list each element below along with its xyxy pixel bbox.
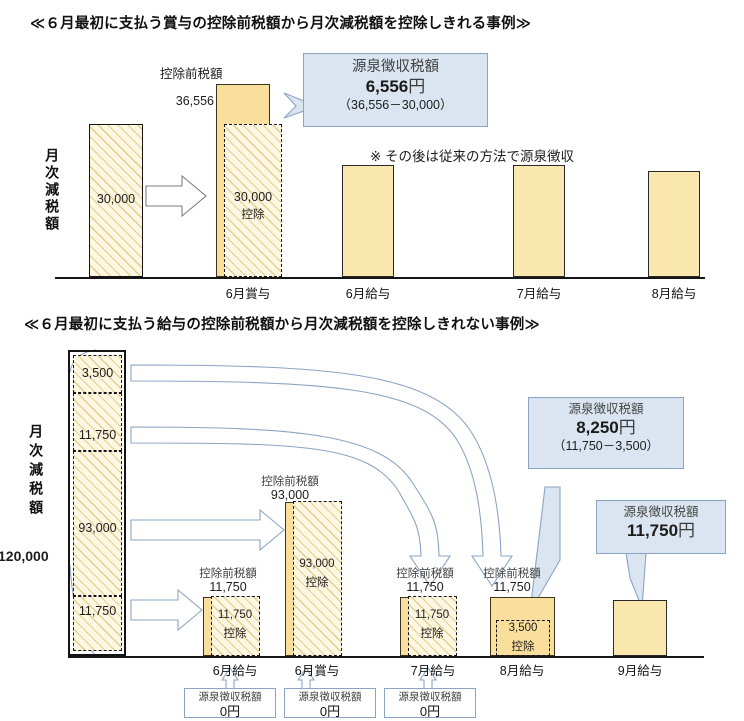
section1-category-2: 7月給与 <box>516 287 562 301</box>
section2-stack-value-1: 11,750 <box>78 428 117 442</box>
section1-bar-june-salary <box>342 165 394 277</box>
arrow-deduct-bonus-1 <box>145 174 207 218</box>
section2-category-0: 6月給与 <box>212 664 258 678</box>
section2-stacked-bar <box>68 350 126 656</box>
section2-bar-1-deduction <box>293 501 342 656</box>
section2-bar-2-pretax-value: 11,750 <box>406 580 444 594</box>
section1-bar-august-salary <box>648 171 700 277</box>
section2-category-3: 8月給与 <box>499 664 545 678</box>
section2-callout-august-heading: 源泉徴収税額 <box>568 402 644 416</box>
section1-callout-heading: 源泉徴収税額 <box>352 59 439 75</box>
section2-stack-seg-1 <box>73 393 122 451</box>
section2-bar-1-deducted-value: 93,000 <box>299 558 335 570</box>
section2-bar-0-pretax-label: 控除前税額 <box>199 568 257 580</box>
section2-zero-box-1-amount: 0円 <box>319 704 341 720</box>
section2-bar-1-deduct-word: 控除 <box>305 577 329 589</box>
section2-title: ≪６月最初に支払う給与の控除前税額から月次減税額を控除しきれない事例≫ <box>24 317 540 333</box>
section2-category-1: 6月賞与 <box>294 664 340 678</box>
section2-callout-september: 源泉徴収税額 11,750円 <box>596 500 726 554</box>
section2-stack-seg-0 <box>73 355 122 393</box>
section2-stack-value-2: 93,000 <box>78 521 117 535</box>
arrow-11750-to-june <box>130 588 203 632</box>
section1-bonus-deduction-word: 控除 <box>241 209 265 221</box>
section2-category-4: 9月給与 <box>617 664 663 678</box>
section2-bar-1-pretax-label: 控除前税額 <box>261 476 319 488</box>
section1-axis <box>55 277 705 280</box>
callout-tail-1 <box>283 92 305 119</box>
section1-monthly-reduction-bar <box>89 124 143 277</box>
section1-bar-july-salary <box>513 165 565 277</box>
section2-bar-3-pretax-value: 11,750 <box>493 580 531 594</box>
section1-callout: 源泉徴収税額 6,556円 （36,556－30,000） <box>303 53 488 127</box>
section2-zero-box-0-heading: 源泉徴収税額 <box>198 691 262 703</box>
section2-total-value: 120,000 <box>0 548 49 564</box>
section2-bar-0-deducted-value: 11,750 <box>217 609 253 621</box>
section2-callout-september-heading: 源泉徴収税額 <box>623 505 699 519</box>
section2-axis <box>68 656 704 659</box>
section2-stack-value-3: 11,750 <box>78 604 117 618</box>
section1-callout-formula: （36,556－30,000） <box>338 98 453 113</box>
section1-note: ※ その後は従来の方法で源泉徴収 <box>370 149 575 164</box>
section2-callout-august-formula: （11,750－3,500） <box>552 439 660 454</box>
section2-bar-2-deducted-value: 11,750 <box>414 609 450 621</box>
section2-bar-3-deduct-word: 控除 <box>511 641 535 653</box>
section1-y-axis-label: 月次減税額 <box>44 148 61 233</box>
section1-category-0: 6月賞与 <box>225 287 271 301</box>
section2-bar-3-deduction <box>496 620 550 656</box>
section1-pretax-value: 36,556 <box>175 94 214 108</box>
section1-pretax-label: 控除前税額 <box>160 67 223 81</box>
section2-zero-box-1: 源泉徴収税額 0円 <box>284 688 376 720</box>
arrow-93000-to-bonus <box>130 508 285 552</box>
section2-bar-4-plain <box>613 600 667 656</box>
section2-zero-box-0: 源泉徴収税額 0円 <box>184 688 276 720</box>
section2-bar-0-deduct-word: 控除 <box>223 628 247 640</box>
section2-bar-0-pretax-value: 11,750 <box>209 580 247 594</box>
section2-stack-seg-3 <box>73 596 122 651</box>
section2-callout-september-amount: 11,750円 <box>626 521 696 540</box>
section1-bonus-deduction-value: 30,000 <box>233 190 273 204</box>
section1-monthly-reduction-value: 30,000 <box>96 192 136 206</box>
section2-bar-3-deducted-value: 3,500 <box>508 622 538 634</box>
section1-callout-amount: 6,556円 <box>365 77 426 97</box>
section2-stack-seg-2 <box>73 451 122 596</box>
section2-zero-box-2: 源泉徴収税額 0円 <box>384 688 476 720</box>
section2-stack-value-0: 3,500 <box>81 366 114 380</box>
section2-callout-august-amount: 8,250円 <box>576 418 636 437</box>
section2-zero-box-0-amount: 0円 <box>219 704 241 720</box>
section2-bar-2-deduct-word: 控除 <box>420 628 444 640</box>
section2-zero-box-2-heading: 源泉徴収税額 <box>398 691 462 703</box>
section2-callout-august: 源泉徴収税額 8,250円 （11,750－3,500） <box>528 397 684 469</box>
section2-zero-box-2-amount: 0円 <box>419 704 441 720</box>
section1-title: ≪６月最初に支払う賞与の控除前税額から月次減税額を控除しきれる事例≫ <box>30 16 532 32</box>
section2-bar-2-deduction <box>408 596 457 656</box>
section2-bar-3-pretax-label: 控除前税額 <box>483 568 541 580</box>
section2-bar-1-pretax-value: 93,000 <box>270 488 310 502</box>
section2-y-axis-label: 月次減税額 <box>28 424 45 519</box>
section2-bar-0-deduction <box>211 596 260 656</box>
section1-category-1: 6月給与 <box>345 287 391 301</box>
section1-bonus-deduction-box <box>224 124 282 277</box>
section1-category-3: 8月給与 <box>651 287 697 301</box>
section2-bar-2-pretax-label: 控除前税額 <box>396 568 454 580</box>
section2-category-2: 7月給与 <box>410 664 456 678</box>
section2-zero-box-1-heading: 源泉徴収税額 <box>298 691 362 703</box>
